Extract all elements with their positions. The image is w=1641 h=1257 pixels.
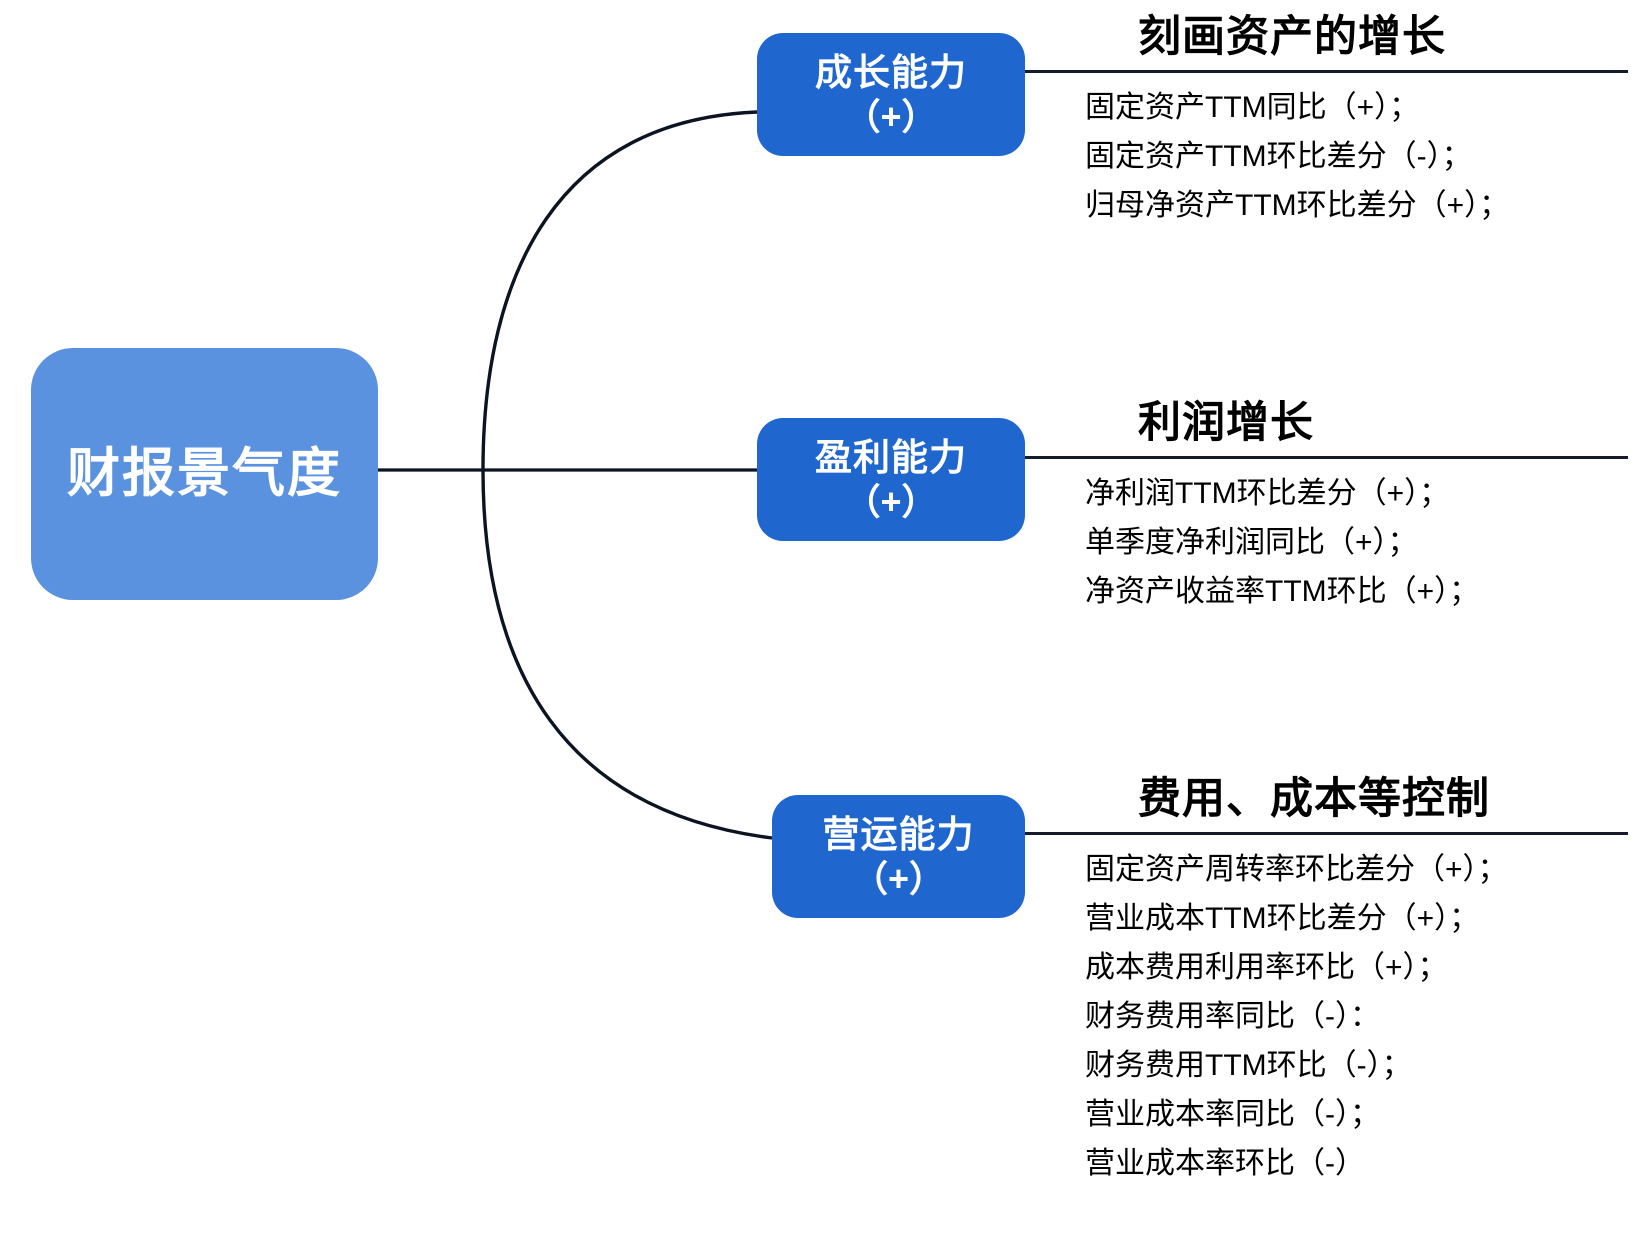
list-item: 营业成本TTM环比差分（+）； xyxy=(1085,902,1480,936)
section-divider xyxy=(1025,70,1628,74)
section-operations: 费用、成本等控制 固定资产周转率环比差分（+）； 营业成本TTM环比差分（+）；… xyxy=(1025,776,1631,1188)
branch-node-sign: （+） xyxy=(844,96,938,138)
branch-node-operations[interactable]: 营运能力 （+） xyxy=(772,795,1025,918)
section-divider xyxy=(1025,832,1628,836)
list-item: 净资产收益率TTM环比（+）； xyxy=(1085,575,1480,609)
branch-node-sign: （+） xyxy=(844,481,938,523)
section-growth: 刻画资产的增长 固定资产TTM同比（+）； 固定资产TTM环比差分（-）； 归母… xyxy=(1025,14,1631,230)
section-item-list: 固定资产TTM同比（+）； 固定资产TTM环比差分（-）； 归母净资产TTM环比… xyxy=(1025,73,1631,230)
section-profitability: 利润增长 净利润TTM环比差分（+）； 单季度净利润同比（+）； 净资产收益率T… xyxy=(1025,400,1631,616)
list-item: 固定资产周转率环比差分（+）； xyxy=(1085,853,1508,887)
list-item: 固定资产TTM同比（+）； xyxy=(1085,91,1420,125)
section-heading: 利润增长 xyxy=(1138,399,1314,447)
section-heading: 刻画资产的增长 xyxy=(1138,13,1446,61)
branch-node-sign: （+） xyxy=(851,858,946,900)
list-item: 财务费用TTM环比（-）； xyxy=(1085,1049,1412,1083)
branch-node-label: 盈利能力 xyxy=(815,436,967,478)
list-item: 归母净资产TTM环比差分（+）； xyxy=(1085,189,1510,223)
root-node[interactable]: 财报景气度 xyxy=(31,348,378,600)
list-item: 成本费用利用率环比（+）； xyxy=(1085,951,1448,985)
section-item-list: 固定资产周转率环比差分（+）； 营业成本TTM环比差分（+）； 成本费用利用率环… xyxy=(1025,835,1631,1188)
section-item-list: 净利润TTM环比差分（+）； 单季度净利润同比（+）； 净资产收益率TTM环比（… xyxy=(1025,459,1631,616)
section-divider xyxy=(1025,456,1628,460)
branch-node-label: 营运能力 xyxy=(822,813,975,855)
branch-node-growth[interactable]: 成长能力 （+） xyxy=(757,33,1025,156)
branch-node-profitability[interactable]: 盈利能力 （+） xyxy=(757,418,1025,541)
connector-branch-1 xyxy=(481,110,758,471)
branch-node-label: 成长能力 xyxy=(815,51,967,93)
section-heading: 费用、成本等控制 xyxy=(1138,775,1490,823)
list-item: 营业成本率同比（-）； xyxy=(1085,1098,1380,1132)
list-item: 财务费用率同比（-）： xyxy=(1085,1000,1380,1034)
list-item: 净利润TTM环比差分（+）； xyxy=(1085,477,1450,511)
list-item: 单季度净利润同比（+）； xyxy=(1085,526,1418,560)
list-item: 固定资产TTM环比差分（-）； xyxy=(1085,140,1472,174)
connector-branch-3 xyxy=(481,469,773,840)
root-node-label: 财报景气度 xyxy=(67,443,342,503)
list-item: 营业成本率环比（-） xyxy=(1085,1147,1365,1181)
